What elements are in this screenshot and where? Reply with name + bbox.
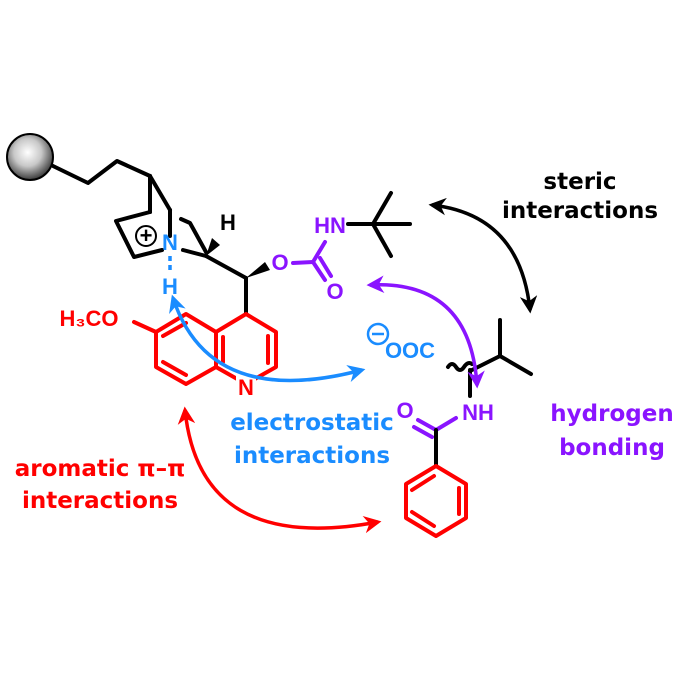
carboxylate-group: OOC (385, 338, 435, 363)
atom-h-ammonium: H (162, 274, 178, 299)
aromatic-label-line1: aromatic π–π (15, 456, 186, 482)
linker-chain (51, 159, 152, 185)
silica-bead-icon (6, 133, 54, 181)
atom-h-stereo: H (220, 210, 236, 235)
hbond-label-line1: hydrogen (550, 401, 673, 427)
hydrogen-bond-arrow (366, 275, 485, 389)
electrostatic-arrow (169, 294, 366, 383)
quinuclidine-cage (114, 174, 208, 259)
electrostatic-label-line1: electrostatic (230, 410, 394, 436)
wedge-bond-h (206, 238, 220, 256)
positive-charge-icon (135, 225, 157, 247)
isopropyl-group (468, 318, 533, 398)
atom-o-ester: O (271, 250, 288, 275)
atom-n-quinuclidine: N (162, 230, 178, 255)
plus-sign: + (140, 223, 153, 248)
atom-hn-carbamate: HN (314, 213, 346, 238)
c8-c9-bond (204, 254, 248, 280)
hbond-label-line2: bonding (559, 435, 665, 461)
electrostatic-label-line2: interactions (234, 443, 390, 469)
atom-o-amide: O (396, 398, 413, 423)
atom-o-carbonyl: O (326, 279, 343, 304)
atom-n-quinoline: N (238, 375, 254, 400)
steric-label-line1: steric (543, 169, 616, 195)
steric-arrow (428, 197, 538, 314)
atom-nh-amide: NH (462, 400, 494, 425)
wedge-bond-o (246, 262, 270, 278)
methoxy-group: H₃CO (59, 306, 118, 331)
steric-label-line2: interactions (502, 198, 658, 224)
phenyl-ring (404, 464, 468, 538)
aromatic-arrow (177, 406, 382, 534)
aromatic-label-line2: interactions (22, 488, 178, 514)
tert-butyl-group (346, 191, 412, 258)
